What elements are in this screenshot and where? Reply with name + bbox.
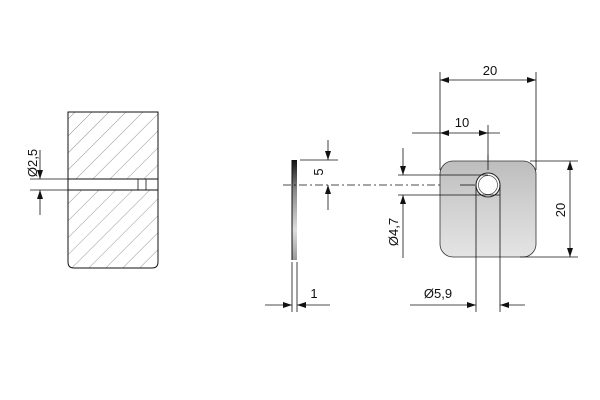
front-hole-large-label: Ø5,9: [424, 286, 452, 301]
section-view: Ø2,5: [25, 111, 159, 269]
front-hole-small-label: Ø4,7: [386, 218, 401, 246]
side-view: 5 1: [265, 140, 440, 312]
front-height-total-label: 20: [553, 203, 568, 217]
front-hole: [475, 172, 501, 198]
section-hole-diameter-label: Ø2,5: [25, 149, 40, 177]
section-hole: [68, 179, 158, 190]
side-thickness-label: 1: [310, 286, 317, 301]
front-width-total-label: 20: [483, 63, 497, 78]
front-width-half-label: 10: [455, 115, 469, 130]
front-view: 20 10 20 Ø4,7 Ø5,9: [386, 63, 578, 312]
side-plate-edge: [292, 160, 297, 260]
side-offset-label: 5: [311, 168, 326, 175]
